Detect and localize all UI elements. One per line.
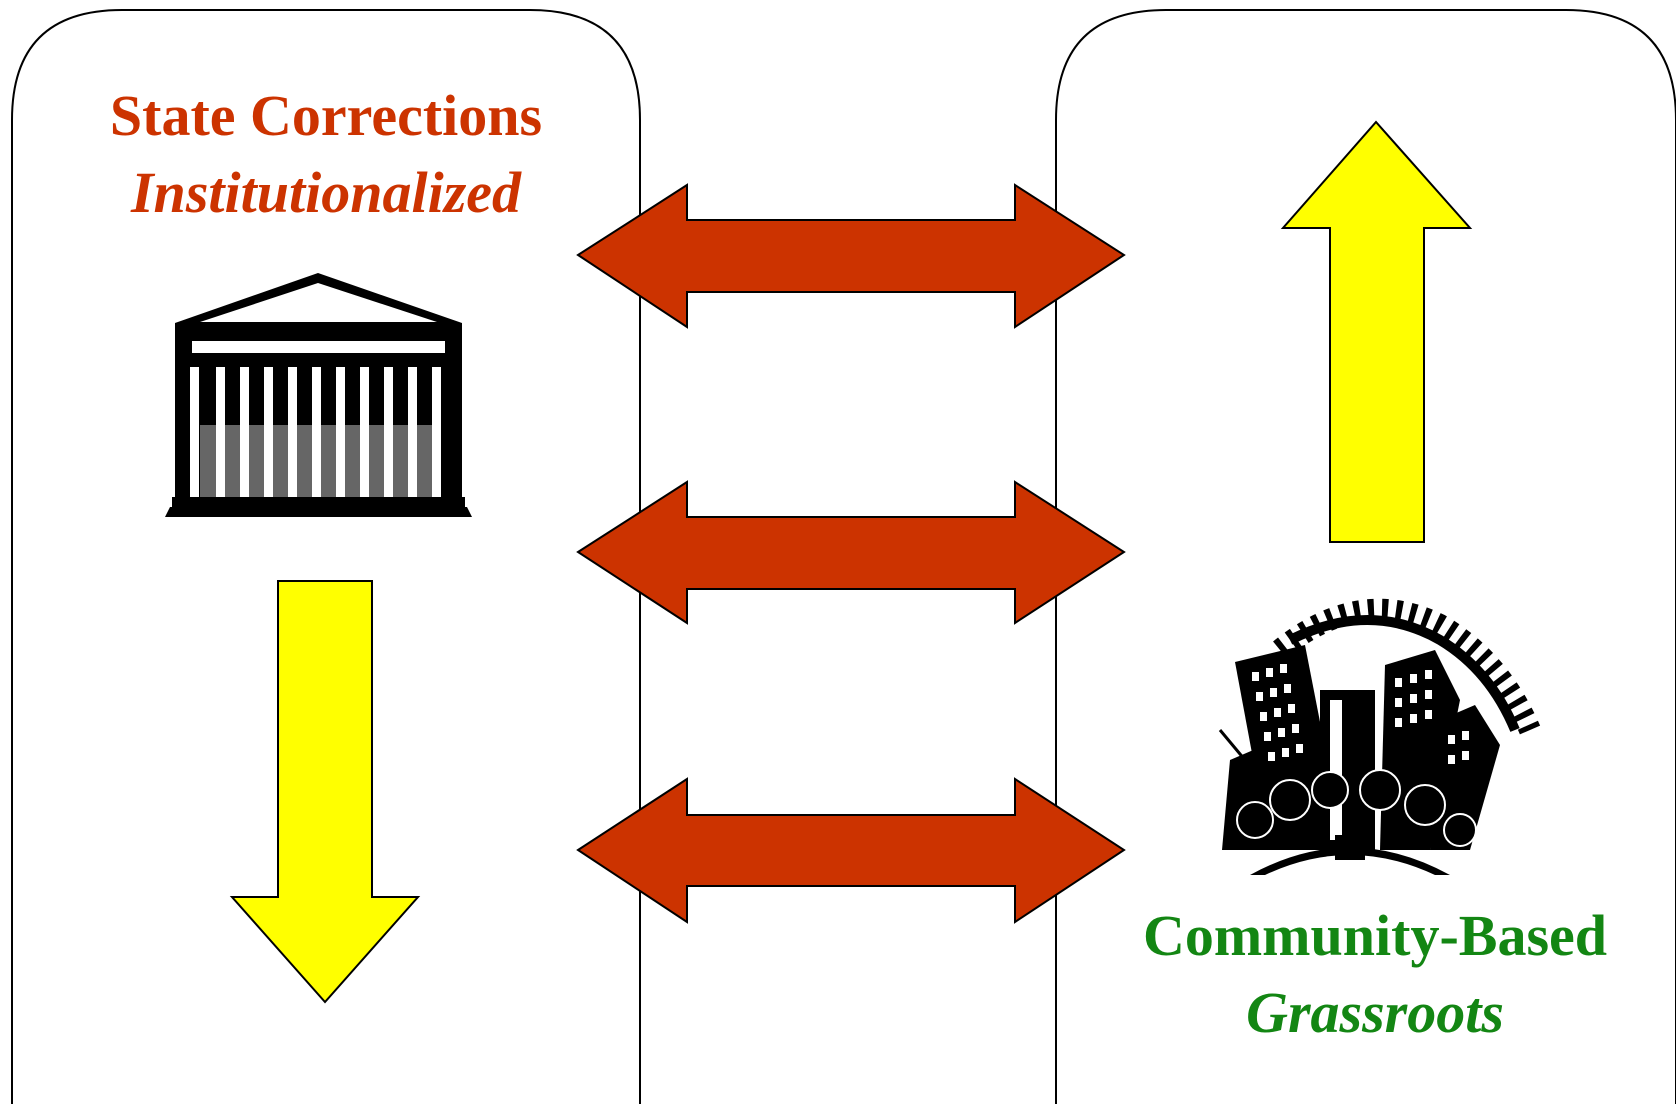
trend-up-arrow xyxy=(1280,120,1473,543)
trend-down-arrow xyxy=(229,580,421,1004)
city-skyline-icon xyxy=(1218,598,1541,875)
left-panel-subtitle: Institutionalized xyxy=(130,160,522,225)
left-panel xyxy=(11,9,641,1104)
courthouse-icon xyxy=(165,273,472,517)
double-arrow-top xyxy=(576,183,1126,329)
right-panel-title: Community-Based xyxy=(1143,903,1607,968)
right-panel xyxy=(1055,9,1676,1104)
double-arrow-middle xyxy=(576,480,1126,625)
right-panel-subtitle: Grassroots xyxy=(1246,980,1504,1045)
left-panel-title: State Corrections xyxy=(110,83,542,148)
double-arrow-bottom xyxy=(576,777,1126,924)
